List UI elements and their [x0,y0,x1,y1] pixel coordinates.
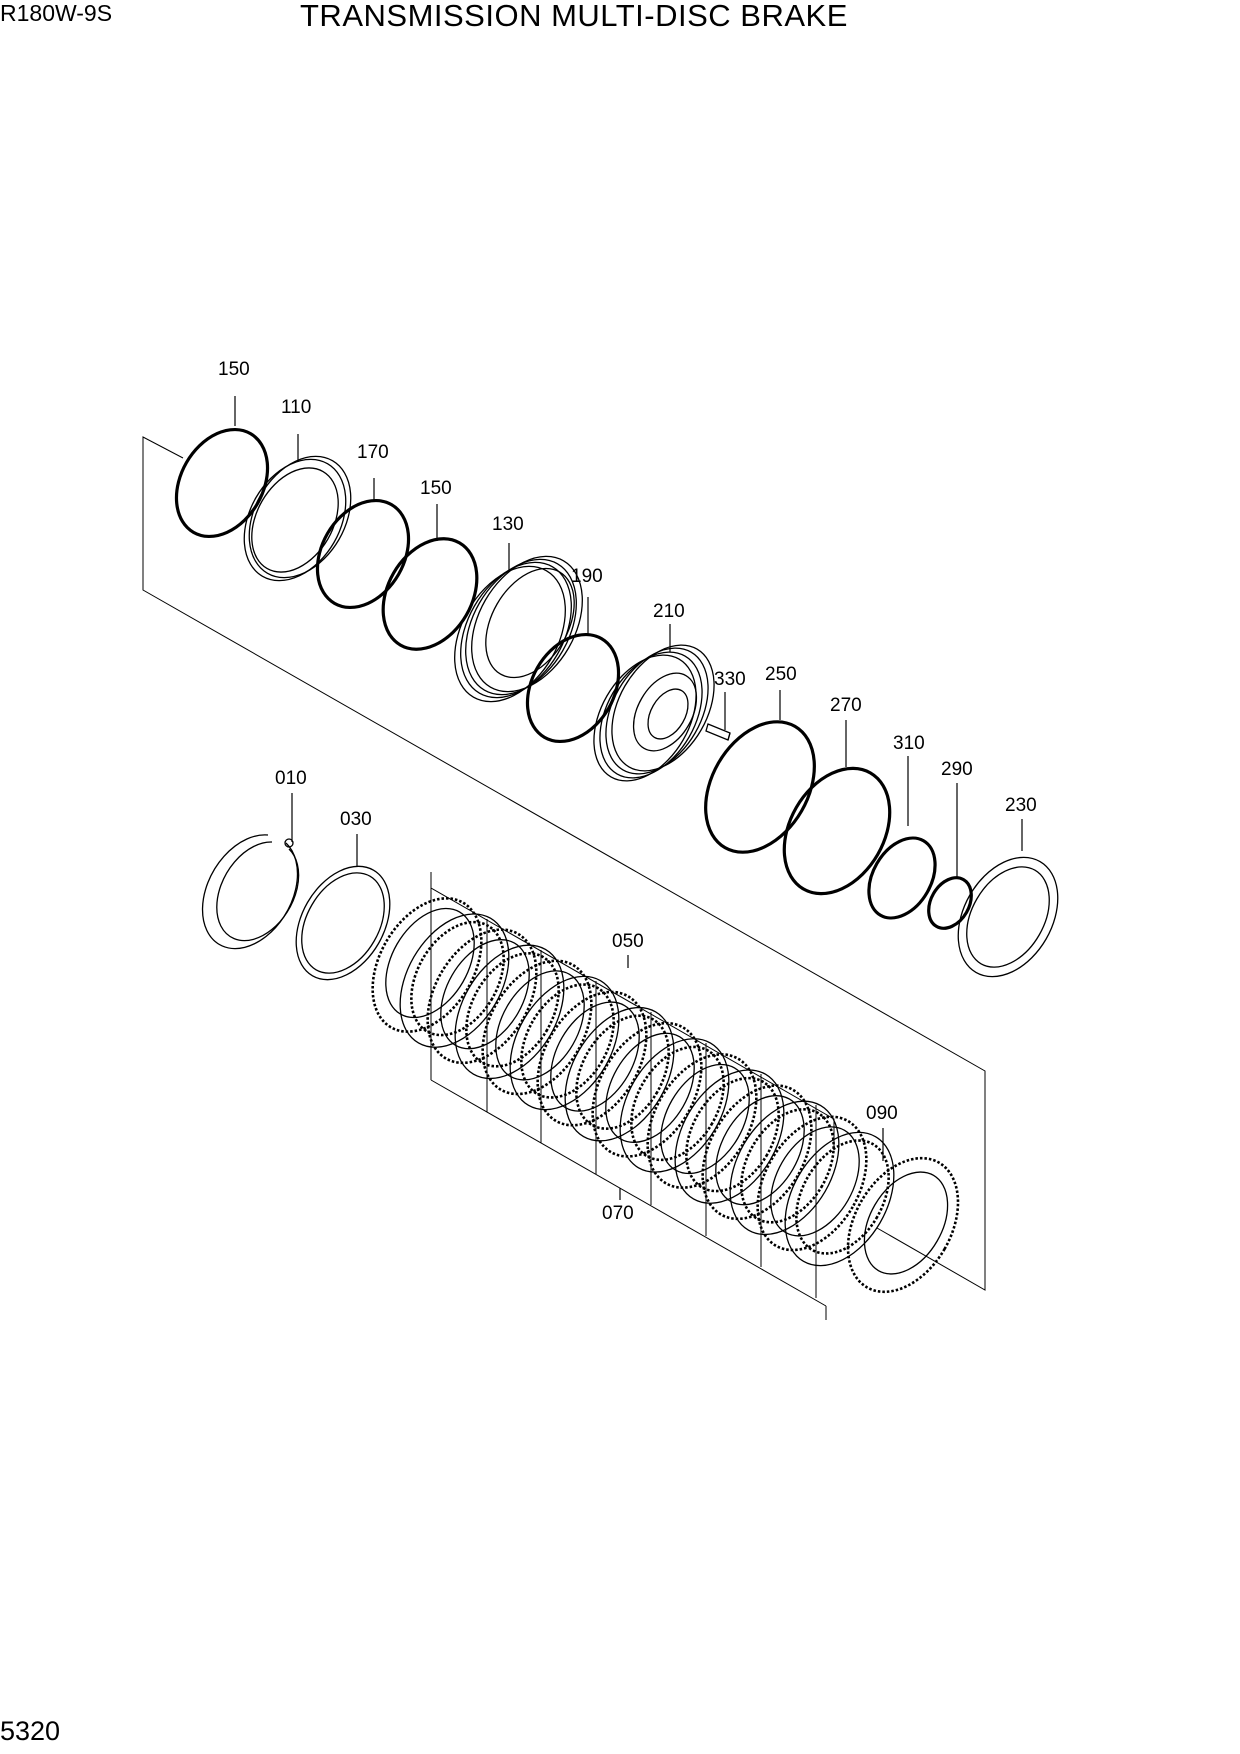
friction-disc-outer [481,959,593,1096]
callout-070: 070 [602,1203,634,1224]
steel-plate-teeth [630,1045,725,1162]
callout-170: 170 [357,442,389,463]
steel-plate-teeth [740,1108,835,1224]
steel-plate-outer [729,1100,840,1236]
part-250-seal-ring [704,720,816,854]
callout-230: 230 [1005,795,1037,816]
callout-330: 330 [714,669,746,690]
part-150-seal-ring [174,427,270,539]
friction-disc-outer [536,990,648,1127]
part-150-seal-ring-2 [381,537,479,651]
part-190-seal-ring [525,632,621,744]
callout-110: 110 [281,397,311,418]
steel-plate-outer [784,1131,895,1267]
callout-150: 150 [218,359,250,380]
callout-090: 090 [866,1103,898,1124]
model-number: R180W-9S [0,0,113,26]
callout-030: 030 [340,809,372,830]
end-plate-090-outer [846,1156,960,1294]
leader-lines [234,396,1023,1200]
steel-plate-teeth [575,1014,670,1130]
assembly-frame [142,436,986,1320]
part-310-seal-ring [867,836,937,920]
steel-plate-outer [674,1069,785,1204]
callout-050: 050 [612,931,644,952]
callout-150: 150 [420,478,452,499]
part-110-ring [243,455,352,582]
part-050-070-disc-stack [371,897,960,1294]
callout-010: 010 [275,768,307,789]
steel-plate-outer [509,975,620,1111]
callout-250: 250 [765,664,797,685]
part-210-piston-housing [593,644,715,782]
callout-270: 270 [830,695,862,716]
friction-disc-outer [591,1021,703,1158]
page-title: TRANSMISSION MULTI-DISC BRAKE [300,0,848,33]
steel-plate-outer [399,913,510,1048]
steel-plate-teeth [685,1076,780,1193]
callout-210: 210 [653,601,685,622]
steel-plate-teeth [465,952,560,1068]
part-010-snap-ring [201,834,300,950]
callout-310: 310 [893,733,925,754]
end-plate-090-inner [863,1171,949,1275]
part-130-piston [454,555,583,703]
part-170-seal-ring [315,498,411,610]
friction-disc-outer [756,1115,868,1252]
steel-plate-teeth [520,983,615,1099]
steel-plate-outer [564,1006,675,1142]
part-230-washer [957,856,1059,978]
callout-190: 190 [571,566,603,587]
friction-disc-outer [371,897,483,1033]
part-270-seal-ring [782,766,892,896]
part-290-seal-ring [927,876,973,930]
callout-290: 290 [941,759,973,780]
friction-disc-outer [646,1053,758,1189]
friction-disc-outer [426,928,538,1065]
friction-disc-outer [701,1084,813,1221]
callout-labels: 150 110 170 150 130 190 210 330 250 270 … [218,359,1037,1224]
callout-130: 130 [492,514,524,535]
page-number: 5320 [0,1716,61,1746]
part-330-pin [705,723,731,741]
part-030-washer [295,865,391,981]
steel-plate-outer [619,1038,730,1173]
steel-plate-teeth [410,920,505,1037]
steel-plate-outer [454,944,565,1080]
steel-plate-teeth [795,1139,890,1255]
